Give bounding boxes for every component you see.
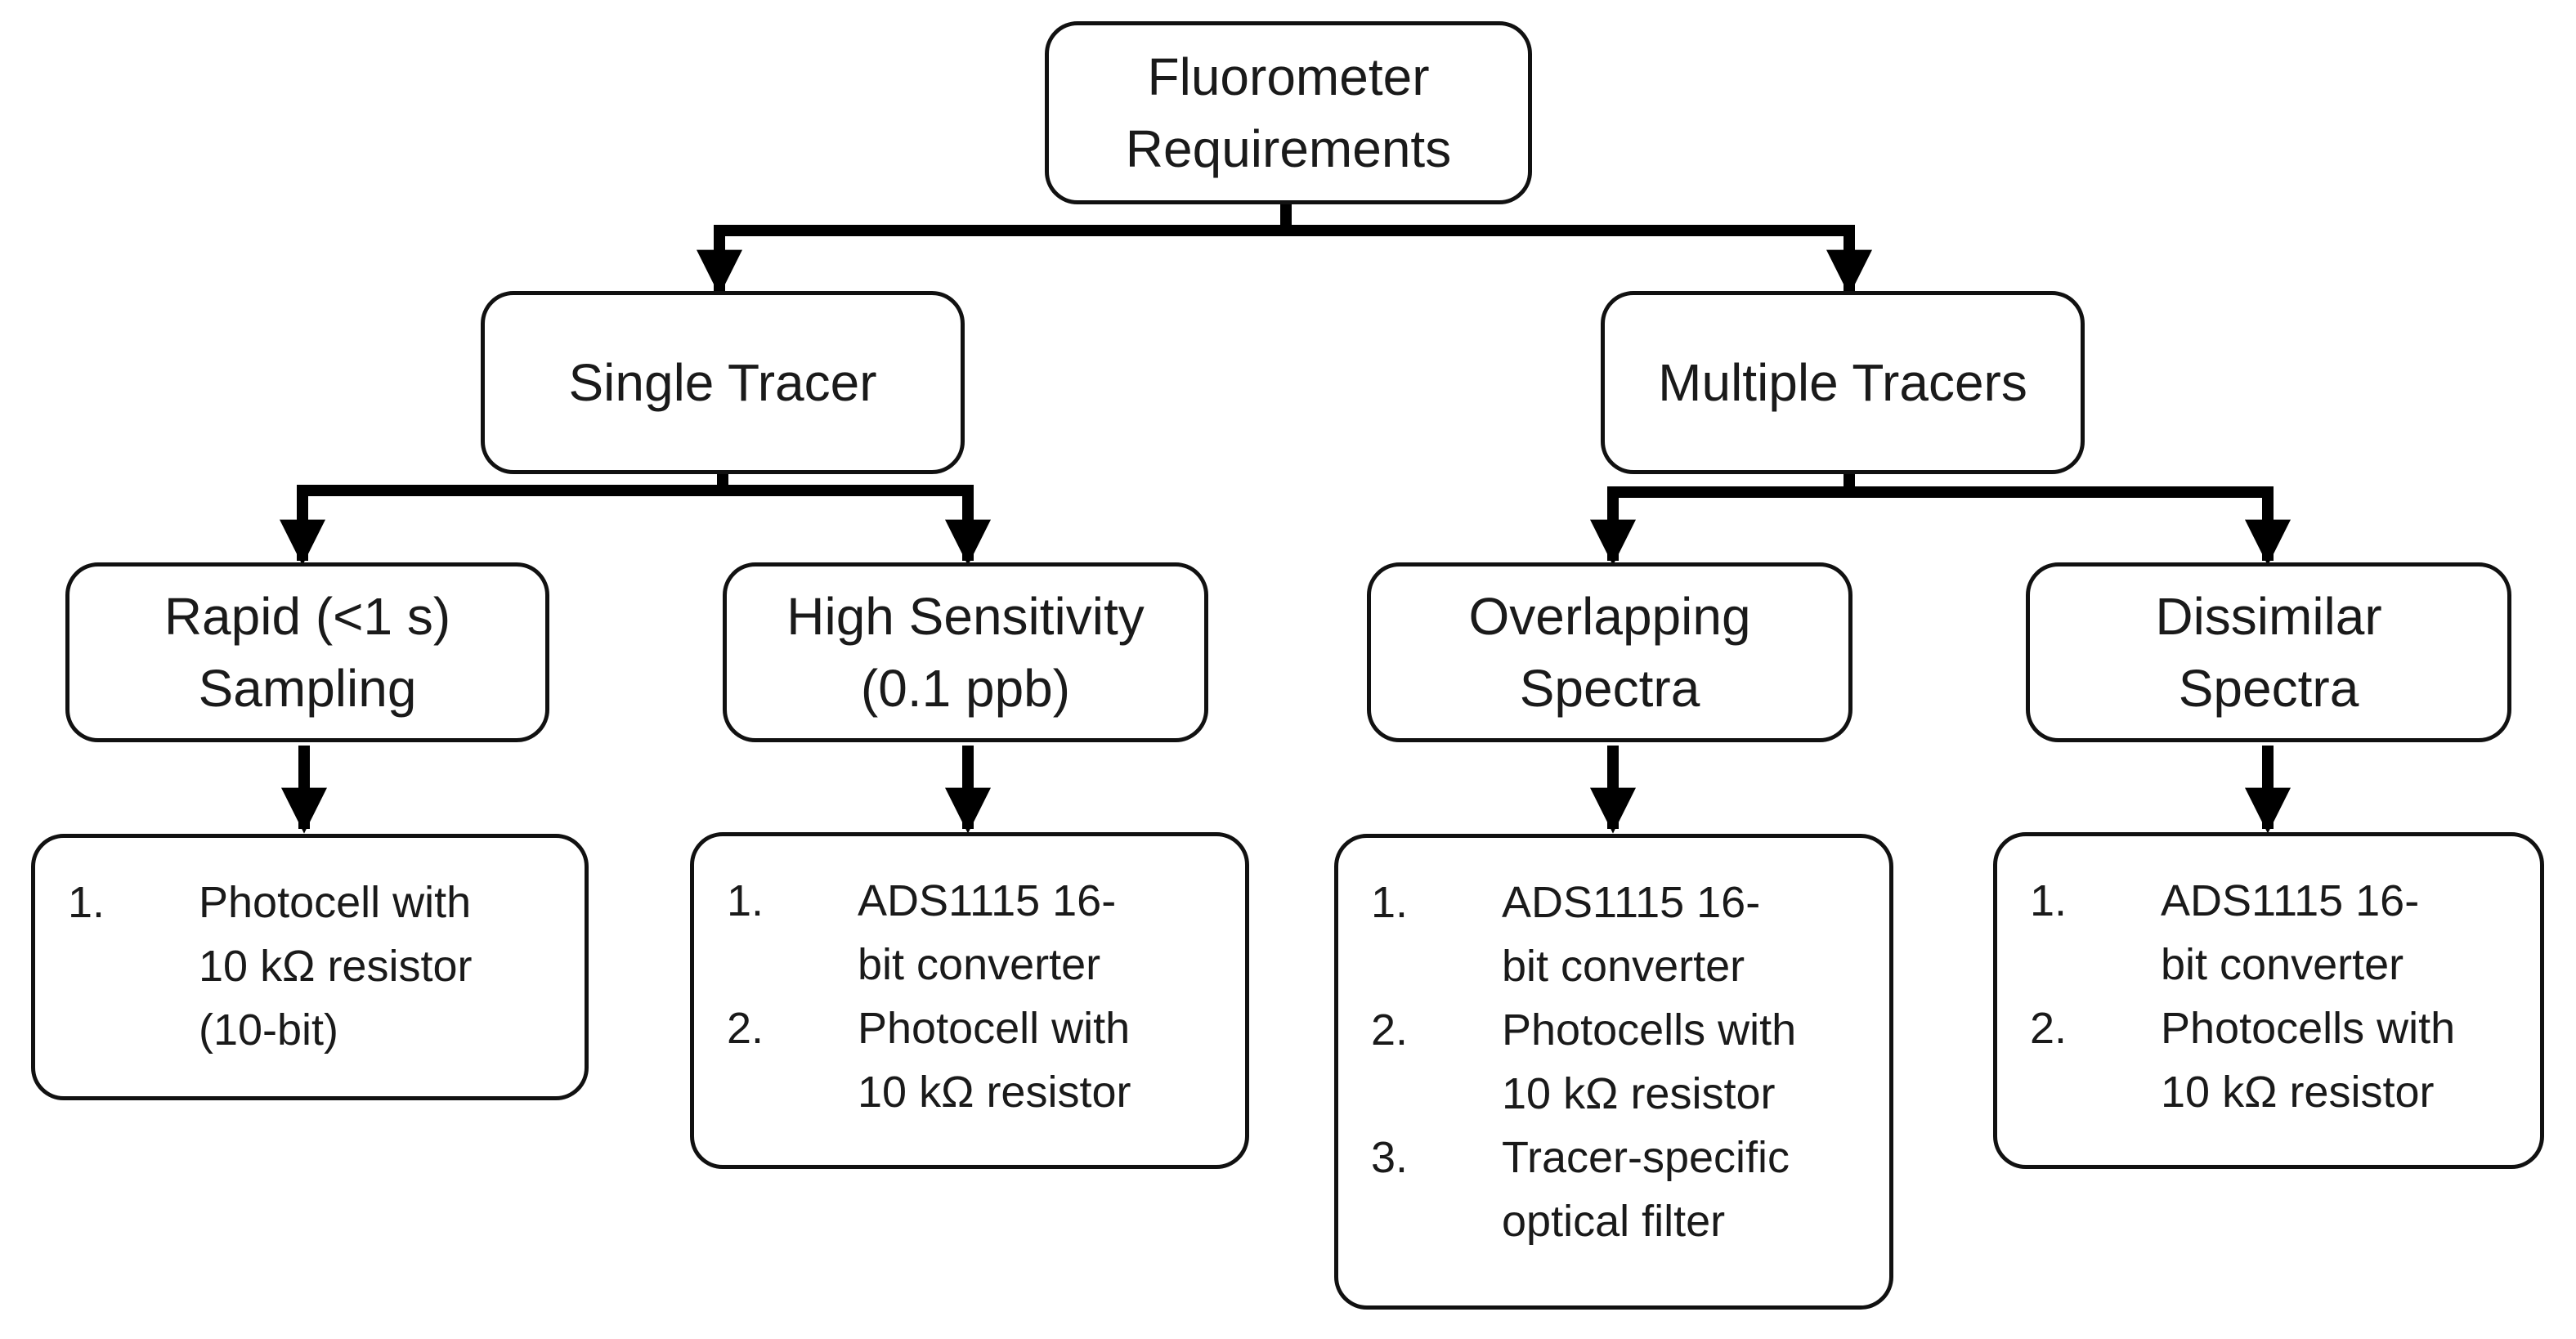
overlapping-spectra-details: 1. ADS1115 16- bit converter 2. Photocel… bbox=[1334, 834, 1893, 1310]
list-text-line: Photocell with bbox=[199, 878, 472, 927]
list-text-line: bit converter bbox=[1502, 942, 1745, 991]
list-text-line: bit converter bbox=[858, 940, 1101, 989]
connector-root-branches bbox=[714, 203, 1855, 288]
list-number: 1. bbox=[68, 878, 105, 927]
list-item: 1. ADS1115 16- bit converter bbox=[2030, 869, 2524, 996]
overlapping-spectra-line2: Spectra bbox=[1519, 659, 1700, 718]
high-sensitivity-line1: High Sensitivity bbox=[786, 587, 1145, 646]
overlapping-spectra-node: Overlapping Spectra bbox=[1367, 562, 1852, 742]
list-item: 1. Photocell with 10 kΩ resistor (10-bit… bbox=[68, 871, 568, 1062]
multiple-tracers-node: Multiple Tracers bbox=[1601, 291, 2085, 474]
list-text-line: 10 kΩ resistor bbox=[2161, 1068, 2435, 1117]
rapid-sampling-node: Rapid (<1 s) Sampling bbox=[65, 562, 549, 742]
high-sensitivity-details: 1. ADS1115 16- bit converter 2. Photocel… bbox=[690, 832, 1249, 1169]
list-number: 2. bbox=[2030, 1004, 2068, 1053]
list-text-line: Photocells with bbox=[1502, 1005, 1797, 1055]
dissimilar-spectra-node: Dissimilar Spectra bbox=[2026, 562, 2511, 742]
list-number: 2. bbox=[727, 1004, 764, 1053]
list-text-line: bit converter bbox=[2161, 940, 2404, 989]
single-tracer-node: Single Tracer bbox=[481, 291, 965, 474]
connector-multiple-tracers-children bbox=[1607, 472, 2274, 540]
list-number: 2. bbox=[1371, 1005, 1409, 1055]
list-item: 1. ADS1115 16- bit converter bbox=[727, 869, 1229, 996]
dissimilar-spectra-details: 1. ADS1115 16- bit converter 2. Photocel… bbox=[1993, 832, 2544, 1169]
rapid-sampling-line2: Sampling bbox=[198, 659, 417, 718]
list-item: 1. ADS1115 16- bit converter bbox=[1371, 871, 1873, 998]
list-text-line: ADS1115 16- bbox=[858, 876, 1117, 925]
list-item: 2. Photocell with 10 kΩ resistor bbox=[727, 996, 1229, 1124]
list-text-line: (10-bit) bbox=[199, 1005, 339, 1055]
rapid-sampling-details: 1. Photocell with 10 kΩ resistor (10-bit… bbox=[31, 834, 589, 1100]
list-text-line: 10 kΩ resistor bbox=[1502, 1069, 1776, 1118]
list-number: 1. bbox=[1371, 878, 1409, 927]
list-number: 1. bbox=[727, 876, 764, 925]
list-text-line: ADS1115 16- bbox=[1502, 878, 1761, 927]
list-text-line: Tracer-specific bbox=[1502, 1133, 1790, 1182]
rapid-sampling-line1: Rapid (<1 s) bbox=[164, 587, 451, 646]
list-text-line: 10 kΩ resistor bbox=[858, 1068, 1131, 1117]
dissimilar-spectra-line2: Spectra bbox=[2178, 659, 2359, 718]
list-item: 3. Tracer-specific optical filter bbox=[1371, 1126, 1873, 1253]
root-title-line2: Requirements bbox=[1125, 119, 1452, 178]
list-text-line: optical filter bbox=[1502, 1197, 1726, 1246]
high-sensitivity-node: High Sensitivity (0.1 ppb) bbox=[723, 562, 1208, 742]
list-text-line: ADS1115 16- bbox=[2161, 876, 2420, 925]
list-text-line: Photocell with bbox=[858, 1004, 1131, 1053]
list-number: 3. bbox=[1371, 1133, 1409, 1182]
root-title-line1: Fluorometer bbox=[1147, 47, 1430, 106]
overlapping-spectra-line1: Overlapping bbox=[1468, 587, 1751, 646]
connector-single-tracer-children bbox=[297, 472, 974, 540]
list-item: 2. Photocells with 10 kΩ resistor bbox=[2030, 996, 2524, 1124]
list-number: 1. bbox=[2030, 876, 2068, 925]
single-tracer-label: Single Tracer bbox=[568, 353, 877, 412]
high-sensitivity-line2: (0.1 ppb) bbox=[860, 659, 1071, 718]
multiple-tracers-label: Multiple Tracers bbox=[1658, 353, 2027, 412]
dissimilar-spectra-line1: Dissimilar bbox=[2155, 587, 2382, 646]
list-text-line: 10 kΩ resistor bbox=[199, 942, 473, 991]
list-text-line: Photocells with bbox=[2161, 1004, 2456, 1053]
root-node: Fluorometer Requirements bbox=[1045, 21, 1532, 204]
list-item: 2. Photocells with 10 kΩ resistor bbox=[1371, 998, 1873, 1126]
